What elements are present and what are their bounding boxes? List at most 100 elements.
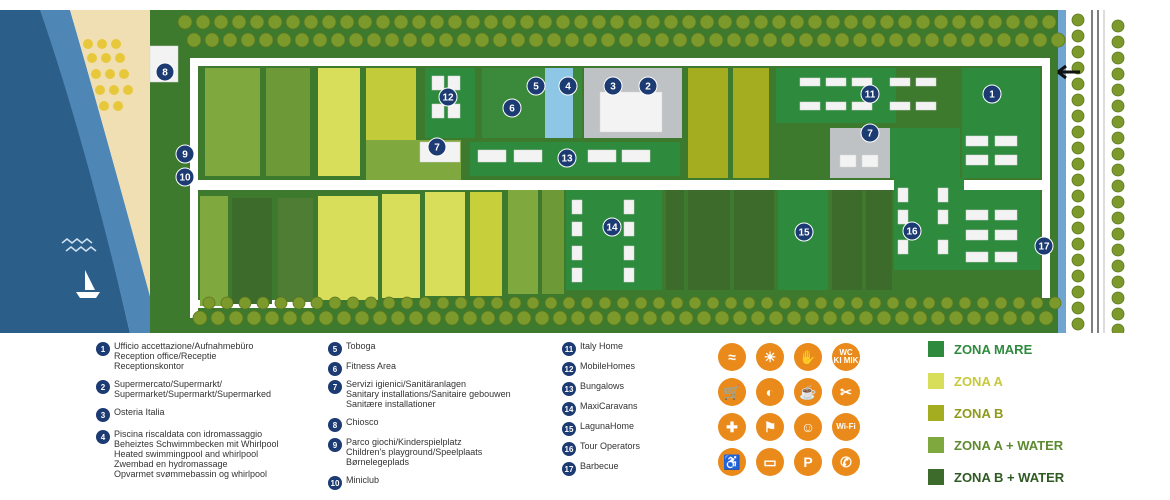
tree	[948, 310, 964, 326]
tree	[696, 310, 712, 326]
tree	[546, 32, 562, 48]
tree	[690, 32, 706, 48]
tree	[688, 296, 702, 310]
tree	[1071, 77, 1085, 91]
legend-number-badge: 12	[562, 362, 576, 376]
map-marker-label: 11	[865, 90, 876, 101]
tree	[339, 14, 355, 30]
map-marker-4[interactable]: 4	[558, 76, 578, 96]
tree	[744, 32, 760, 48]
tree	[960, 32, 976, 48]
phone-icon: ✆	[832, 448, 860, 476]
map-marker-16[interactable]: 16	[902, 221, 922, 241]
map-marker-1[interactable]: 1	[982, 84, 1002, 104]
tree	[555, 14, 571, 30]
tree	[822, 310, 838, 326]
tree	[444, 310, 460, 326]
map-marker-8[interactable]: 8	[155, 62, 175, 82]
tree	[762, 32, 778, 48]
zone-label: ZONA B	[954, 405, 1004, 421]
map-marker-14[interactable]: 14	[602, 217, 622, 237]
waves-icon	[61, 238, 97, 252]
tree	[780, 32, 796, 48]
tree	[1071, 317, 1085, 331]
tree	[915, 14, 931, 30]
tree	[1111, 19, 1125, 33]
legend-number-badge: 16	[562, 442, 576, 456]
tree	[222, 32, 238, 48]
tree	[384, 32, 400, 48]
tree	[210, 310, 226, 326]
tree	[364, 296, 378, 310]
tree	[876, 310, 892, 326]
camper-icon: ▭	[756, 448, 784, 476]
tree	[714, 310, 730, 326]
tree	[1071, 173, 1085, 187]
tree	[1032, 32, 1048, 48]
map-marker-9[interactable]: 9	[175, 144, 195, 164]
tree	[408, 310, 424, 326]
tree	[1071, 221, 1085, 235]
tree	[426, 310, 442, 326]
tree	[1111, 179, 1125, 193]
tree	[672, 32, 688, 48]
map-marker-15[interactable]: 15	[794, 222, 814, 242]
tree	[204, 32, 220, 48]
first-aid-icon: ✚	[718, 413, 746, 441]
tree	[1111, 147, 1125, 161]
tree	[1071, 45, 1085, 59]
sea-shore	[40, 10, 160, 333]
tree	[858, 310, 874, 326]
tree	[699, 14, 715, 30]
tree	[246, 310, 262, 326]
map-marker-11[interactable]: 11	[860, 84, 880, 104]
map-marker-label: 12	[442, 93, 454, 104]
tree	[987, 14, 1003, 30]
map-marker-12[interactable]: 12	[438, 87, 458, 107]
tree	[1050, 32, 1066, 48]
map-marker-3[interactable]: 3	[603, 76, 623, 96]
tree	[1111, 67, 1125, 81]
tree	[912, 310, 928, 326]
map-marker-6[interactable]: 6	[502, 98, 522, 118]
tree	[483, 14, 499, 30]
legend-item-label: Supermercato/Supermarkt/ Supermarket/Sup…	[114, 379, 272, 399]
map-marker-17[interactable]: 17	[1034, 236, 1054, 256]
tree	[940, 296, 954, 310]
map-marker-7[interactable]: 7	[860, 123, 880, 143]
tree	[318, 310, 334, 326]
tree	[996, 32, 1012, 48]
kids-icon: ☺	[794, 413, 822, 441]
tree	[300, 310, 316, 326]
tree	[1071, 269, 1085, 283]
map-marker-2[interactable]: 2	[638, 76, 658, 96]
tree	[228, 310, 244, 326]
tree	[447, 14, 463, 30]
tree	[1111, 291, 1125, 305]
legend-number-badge: 1	[96, 342, 110, 356]
tree	[1111, 131, 1125, 145]
legend-item-label: Parco giochi/Kinderspielplatz Children's…	[346, 437, 483, 467]
tree	[642, 310, 658, 326]
map-marker-7[interactable]: 7	[427, 137, 447, 157]
zone-label: ZONA MARE	[954, 341, 1033, 357]
map-marker-10[interactable]: 10	[175, 167, 195, 187]
legend-item-label: Ufficio accettazione/Aufnahmebüro Recept…	[114, 341, 254, 371]
map-marker-5[interactable]: 5	[526, 76, 546, 96]
tree	[1038, 310, 1054, 326]
tree	[348, 32, 364, 48]
tree	[402, 32, 418, 48]
tree	[1071, 157, 1085, 171]
pool-icon: ⚑	[756, 413, 784, 441]
map-marker-13[interactable]: 13	[557, 148, 577, 168]
tree	[501, 14, 517, 30]
